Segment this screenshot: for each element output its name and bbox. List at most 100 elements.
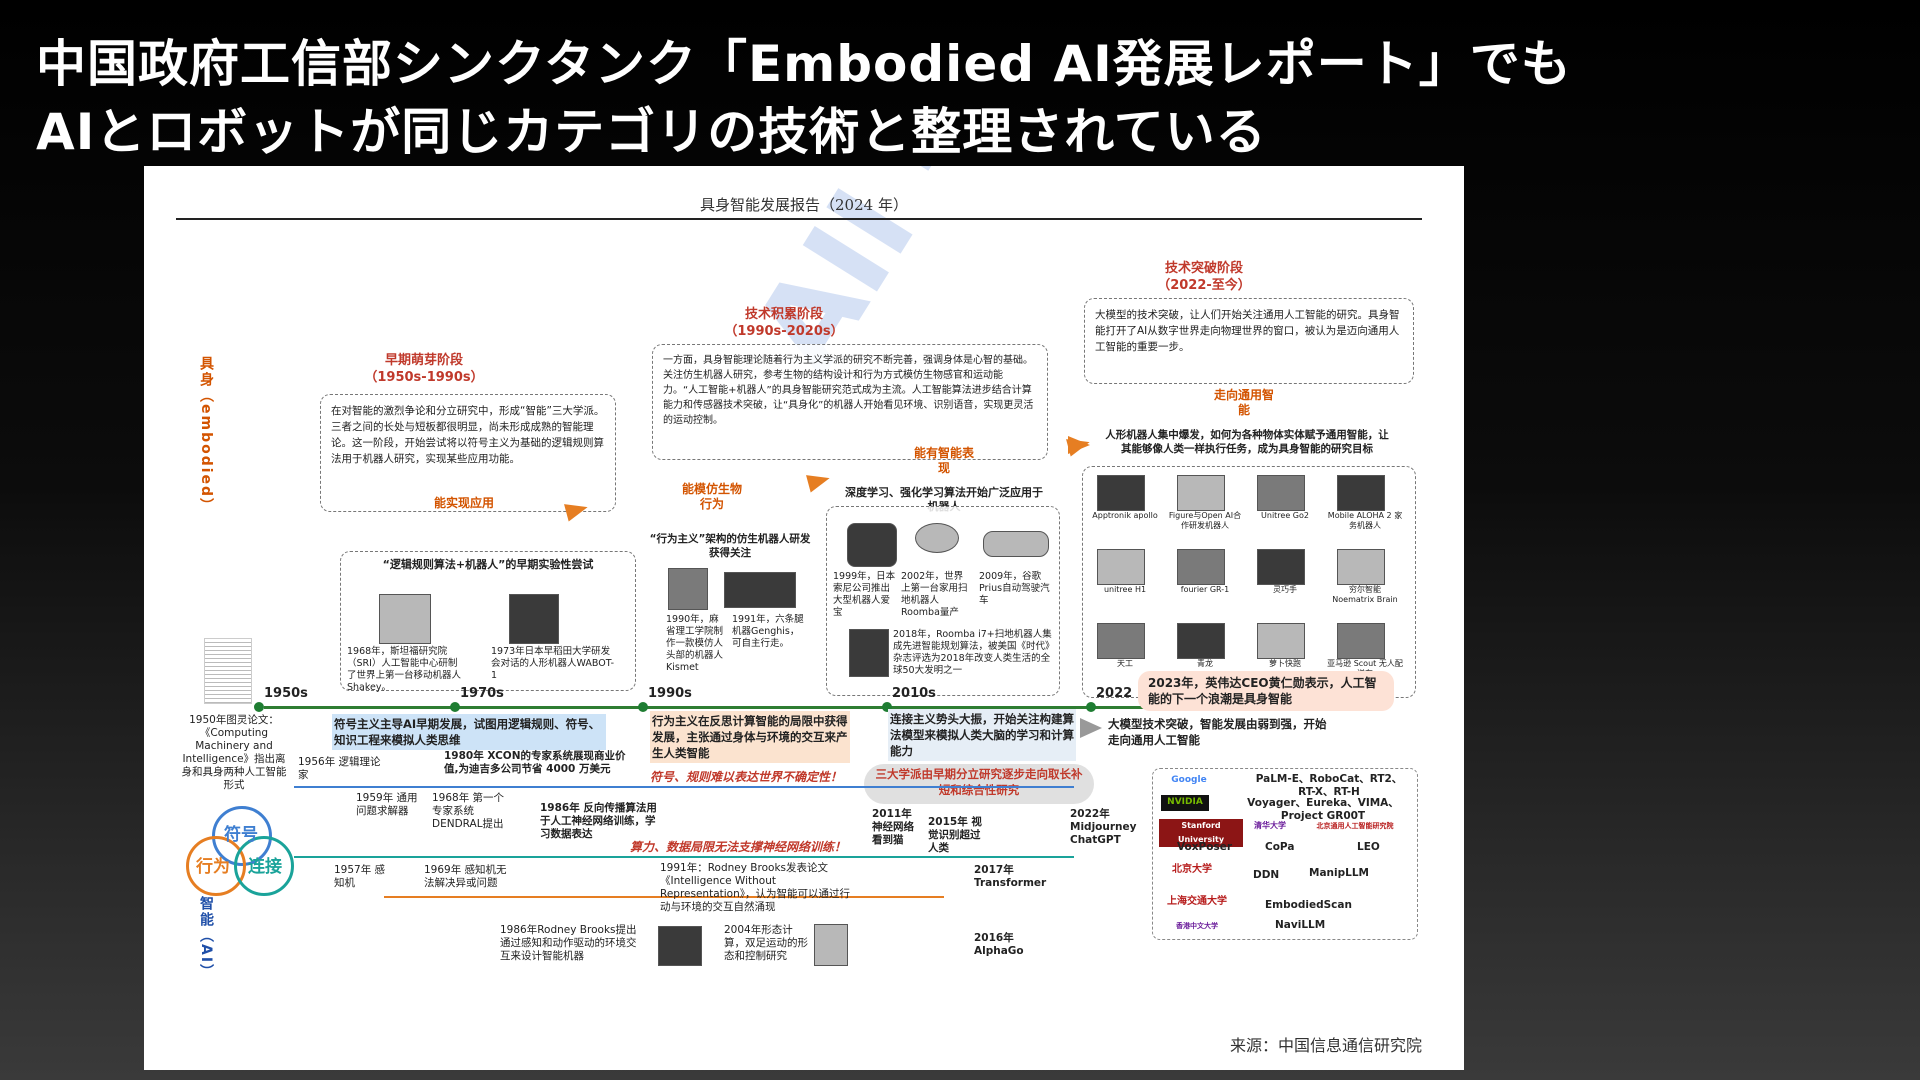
- phase-breakthrough-box: 大模型的技术突破，让人们开始关注通用人工智能的研究。具身智能打开了AI从数字世界…: [1084, 298, 1414, 384]
- prius-photo: [983, 531, 1049, 557]
- side-label-embodied: 具身（embodied）: [198, 356, 214, 515]
- robot-photo: [1177, 623, 1225, 659]
- logo-pku: 北京大学: [1159, 863, 1225, 877]
- project-nvidia: Voyager、Eureka、VIMA、Project GR00T: [1247, 797, 1399, 822]
- stage2-box: “行为主义”架构的仿生机器人研发获得关注 1990年，麻省理工学院制作一款模仿人…: [644, 528, 816, 694]
- note-connect: 连接主义势头大振，开始关注构建算法模型来模拟人类大脑的学习和计算能力: [888, 709, 1076, 761]
- project-google: PaLM-E、RoboCat、RT2、RT-X、RT-H: [1255, 773, 1403, 798]
- era-dot: [638, 702, 648, 712]
- stage1-box: “逻辑规则算法+机器人”的早期实验性尝试 1968年，斯坦福研究院（SRI）人工…: [340, 551, 636, 693]
- doc-header: 具身智能发展报告（2024 年）: [700, 196, 908, 214]
- event-2004: 2004年形态计算，双足运动的形态和控制研究: [724, 924, 808, 962]
- stage1-item-2: 1973年日本早稻田大学研发会对话的人形机器人WABOT-1: [491, 646, 615, 681]
- robot-caption: fourier GR-1: [1180, 585, 1230, 594]
- stage4-sub: 人形机器人集中爆发，如何为各种物体实体赋予通用智能，让其能够像人类一样执行任务，…: [1105, 429, 1389, 455]
- genghis-photo: [724, 572, 796, 608]
- three-schools-pill: [864, 764, 1094, 804]
- note-nvidia: 2023年，英伟达CEO黄仁勋表示，人工智能的下一个浪潮是具身智能: [1138, 671, 1394, 711]
- doc-source: 来源：中国信息通信研究院: [1229, 1036, 1422, 1055]
- stage2-item-1: 1990年，麻省理工学院制作一款模仿人头部的机器人Kismet: [666, 614, 724, 673]
- nvidia-arrow: [1080, 718, 1102, 738]
- stage1-item-1: 1968年，斯坦福研究院（SRI）人工智能中心研制了世界上第一台移动机器人Sha…: [347, 646, 462, 693]
- shakey-photo: [379, 594, 431, 644]
- report-page-image: AII 中国信通院 具身智能发展报告（2024 年） 具身（embodied） …: [144, 166, 1464, 1070]
- biped-photo: [814, 924, 848, 966]
- labs-box: Google NVIDIA Stanford University 清华大学 北…: [1152, 768, 1418, 940]
- robot-caption: Mobile ALOHA 2 家务机器人: [1327, 511, 1403, 530]
- robot-caption: unitree H1: [1103, 585, 1147, 594]
- venn-connect-circle: [234, 836, 294, 896]
- phase-breakthrough-title: 技术突破阶段 （2022-至今）: [1104, 260, 1304, 294]
- phase-early-years: （1950s-1990s）: [364, 370, 484, 385]
- phase-breakthrough-name: 技术突破阶段: [1164, 261, 1243, 276]
- event-1968: 1968年 第一个专家系统DENDRAL提出: [432, 792, 505, 830]
- phase-accum-years: （1990s-2020s）: [724, 324, 844, 339]
- project-voxposer: VoxPoser: [1177, 841, 1232, 853]
- robot-photo: [1257, 549, 1305, 585]
- era-dot: [254, 702, 264, 712]
- note-three-schools: 三大学派由早期分立研究逐步走向取长补短和综合性研究: [875, 767, 1083, 797]
- stage4-label: 走向通用智能: [1214, 388, 1275, 417]
- robot-photo: [1257, 475, 1305, 511]
- stage-arrow-4: [1068, 436, 1090, 454]
- aibo-photo: [847, 523, 897, 567]
- stage2-item-2: 1991年，六条腿机器Genghis，可自主行走。: [732, 614, 804, 649]
- stage2-label: 能模仿生物行为: [681, 482, 742, 511]
- project-ddn: DDN: [1253, 869, 1280, 881]
- venn-connect-label: 连接: [248, 857, 282, 877]
- era-label: 1950s: [264, 686, 308, 701]
- wabot-photo: [509, 594, 559, 644]
- robot-photo: [1177, 549, 1225, 585]
- logo-stanford: Stanford University: [1159, 819, 1243, 847]
- phase-early-name: 早期萌芽阶段: [384, 353, 463, 368]
- stage3-item-3: 2009年，谷歌Prius自动驾驶汽车: [979, 571, 1050, 606]
- stage3-item-1: 1999年，日本索尼公司推出大型机器人爱宝: [833, 571, 896, 618]
- event-2015: 2015年 视觉识别超过人类: [928, 816, 982, 854]
- timeline-main: [264, 706, 1274, 709]
- robot-caption: 穷尔智能 Noematrix Brain: [1332, 585, 1398, 604]
- robot-photo: [1177, 475, 1225, 511]
- venn-behavior-label: 行为: [196, 857, 230, 877]
- project-embodiedscan: EmbodiedScan: [1265, 899, 1352, 911]
- phase-accum-name: 技术积累阶段: [744, 307, 823, 322]
- robot-photo: [1097, 475, 1145, 511]
- phase-accum-title: 技术积累阶段 （1990s-2020s）: [664, 306, 904, 340]
- stage3-item-4: 2018年，Roomba i7+扫地机器人集成先进智能规划算法，被美国《时代》杂…: [893, 629, 1055, 676]
- note-symbolic-limit: 符号、规则难以表达世界不确定性！: [650, 770, 843, 784]
- robot-photo: [1097, 623, 1145, 659]
- phase-breakthrough-years: （2022-至今）: [1157, 278, 1251, 293]
- phase-early-title: 早期萌芽阶段 （1950s-1990s）: [304, 352, 544, 386]
- robot-photo: [1257, 623, 1305, 659]
- logo-sjtu: 上海交通大学: [1159, 895, 1235, 909]
- robot-caption: Unitree Go2: [1261, 511, 1309, 520]
- slide-title: 中国政府工信部シンクタンク「Embodied AI発展レポート」でも AIとロボ…: [36, 30, 1572, 166]
- event-1991: 1991年：Rodney Brooks发表论文《Intelligence Wit…: [660, 862, 850, 913]
- logo-cuhk: 香港中文大学: [1159, 919, 1235, 933]
- note-symbolic: 符号主义主导AI早期发展，试图用逻辑规则、符号、知识工程来模拟人类思维: [332, 714, 606, 750]
- phase-early-box: 在对智能的激烈争论和分立研究中，形成“智能”三大学派。三者之间的长处与短板都很明…: [320, 394, 616, 512]
- robot-photo: [1337, 549, 1385, 585]
- slide-title-line1: 中国政府工信部シンクタンク「Embodied AI発展レポート」でも: [36, 35, 1572, 93]
- robot-caption: Apptronik apollo: [1092, 511, 1158, 520]
- lane-symbolic: [294, 786, 1074, 788]
- stage1-sub: “逻辑规则算法+机器人”的早期实验性尝试: [382, 558, 594, 571]
- kismet-photo: [668, 568, 708, 610]
- robot-photo: [1097, 549, 1145, 585]
- event-2022: 2022年 Midjourney ChatGPT: [1070, 808, 1137, 846]
- note-bigmodel: 大模型技术突破，智能发展由弱到强，开始走向通用人工智能: [1108, 717, 1327, 747]
- era-dot: [882, 702, 892, 712]
- event-1980: 1980年 XCON的专家系统展现商业价值,为迪吉多公司节省 4000 万美元: [444, 750, 626, 775]
- robot-caption: 天工: [1117, 659, 1133, 668]
- stage3-label: 能有智能表现: [914, 446, 975, 475]
- robot-caption: 萝卜快跑: [1269, 659, 1301, 668]
- event-1986bp: 1986年 反向传播算法用于人工神经网络训练，学习数据表达: [540, 802, 657, 840]
- robot-caption: 灵巧手: [1273, 585, 1297, 594]
- era-label: 1970s: [460, 686, 504, 701]
- robot-photo: [1337, 475, 1385, 511]
- note-compute-limit: 算力、数据局限无法支撑神经网络训练！: [630, 840, 847, 854]
- project-manipllm: ManipLLM: [1309, 867, 1369, 879]
- event-turing: 1950年图灵论文：《Computing Machinery and Intel…: [181, 714, 287, 791]
- event-1957: 1957年 感知机: [334, 864, 386, 889]
- logo-tsinghua: 清华大学: [1245, 819, 1295, 833]
